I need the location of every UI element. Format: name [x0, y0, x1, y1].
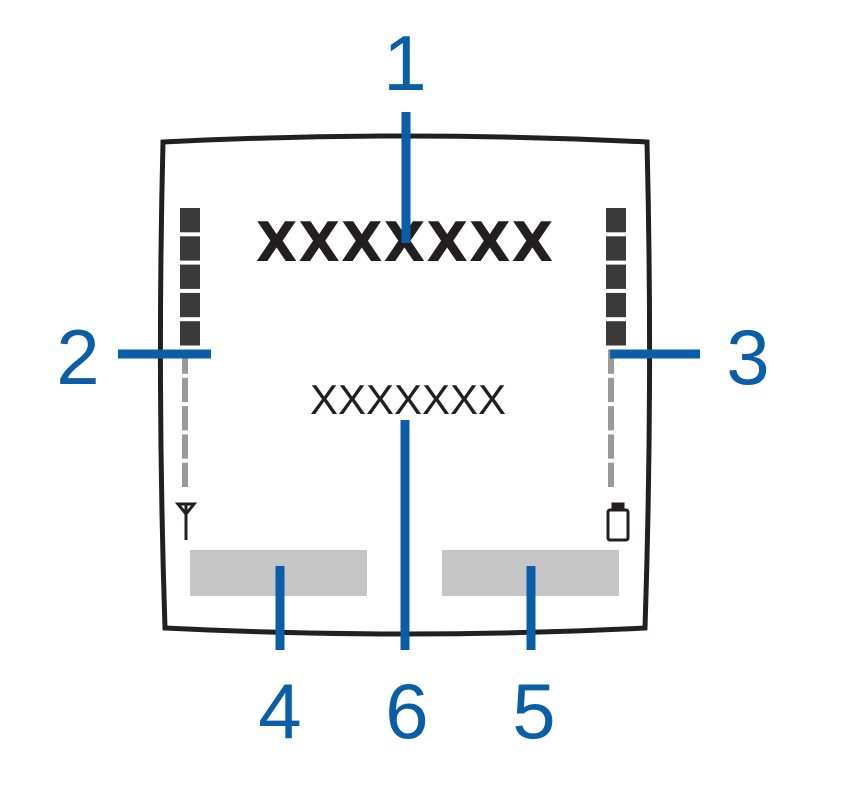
- callout-number-1: 1: [383, 19, 426, 107]
- battery-icon: [606, 502, 630, 542]
- battery-bar: [608, 406, 614, 431]
- signal-bar: [180, 292, 200, 318]
- signal-bar: [180, 208, 200, 233]
- signal-bar: [180, 321, 200, 346]
- battery-level-bars: [606, 208, 626, 487]
- battery-bar: [606, 264, 626, 289]
- signal-bar: [182, 434, 188, 459]
- callout-number-5: 5: [512, 667, 555, 755]
- callout-number-6: 6: [385, 667, 428, 755]
- battery-bar: [606, 236, 626, 261]
- battery-bar: [608, 462, 614, 487]
- battery-bar: [608, 377, 614, 403]
- antenna-icon: [174, 502, 198, 540]
- signal-bar: [180, 236, 200, 261]
- signal-bar: [182, 349, 188, 374]
- display-frame: [157, 133, 653, 637]
- signal-strength-bars: [180, 208, 200, 487]
- battery-bar: [606, 208, 626, 233]
- callout-number-3: 3: [726, 313, 769, 401]
- battery-bar: [606, 292, 626, 318]
- signal-bar: [180, 264, 200, 289]
- signal-bar: [182, 462, 188, 487]
- callout-number-2: 2: [56, 313, 99, 401]
- signal-bar: [182, 406, 188, 431]
- standby-mode-text: XXXXXXX: [310, 376, 506, 423]
- battery-bar: [606, 321, 626, 346]
- signal-bar: [182, 377, 188, 403]
- callout-number-4: 4: [258, 667, 301, 755]
- battery-bar: [608, 434, 614, 459]
- battery-bar: [608, 349, 614, 374]
